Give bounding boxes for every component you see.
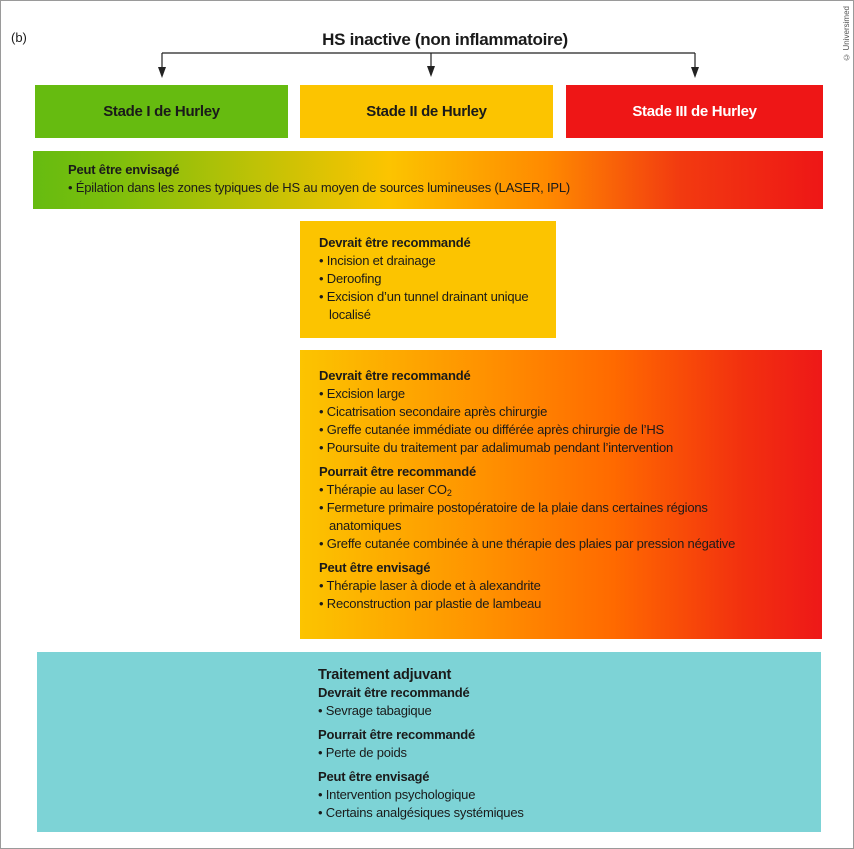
- heading: Devrait être recommandé: [319, 235, 471, 250]
- group-could: Pourrait être recommandé • Thérapie au l…: [319, 463, 812, 553]
- group-may: Peut être envisagé • Intervention psycho…: [318, 768, 821, 822]
- list-item: • Excision large: [319, 386, 405, 401]
- stage-2-recommendation-box: Devrait être recommandé • Incision et dr…: [300, 221, 556, 338]
- list-item: • Épilation dans les zones typiques de H…: [68, 180, 571, 195]
- group-should: Devrait être recommandé • Sevrage tabagi…: [318, 684, 821, 720]
- list-item: • Deroofing: [319, 271, 382, 286]
- adjuvant-title: Traitement adjuvant: [318, 667, 452, 683]
- arrow-stage3: [691, 67, 699, 78]
- list-item: • Certains analgésiques systémiques: [318, 805, 524, 820]
- group-could: Pourrait être recommandé • Perte de poid…: [318, 726, 821, 762]
- stage-2-3-recommendation-box: Devrait être recommandé • Excision large…: [300, 350, 822, 639]
- list-item: • Cicatrisation secondaire après chirurg…: [319, 404, 548, 419]
- diagram-title: HS inactive (non inflammatoire): [322, 30, 568, 49]
- stage-3-label: Stade III de Hurley: [632, 103, 757, 120]
- heading: Pourrait être recommandé: [319, 464, 477, 479]
- arrow-stage2: [427, 66, 435, 77]
- list-item: • Incision et drainage: [319, 253, 436, 268]
- list-item: • Poursuite du traitement par adalimumab…: [319, 440, 673, 455]
- list-item: • Greffe cutanée combinée à une thérapie…: [319, 536, 736, 551]
- all-stages-box: Peut être envisagé • Épilation dans les …: [33, 151, 823, 209]
- heading: Peut être envisagé: [318, 769, 430, 784]
- list-item: • Perte de poids: [318, 745, 407, 760]
- list-item: • Thérapie laser à diode et à alexandrit…: [319, 578, 541, 593]
- list-item: • Excision d’un tunnel drainant unique l…: [319, 289, 529, 322]
- list-item: • Greffe cutanée immédiate ou différée a…: [319, 422, 665, 437]
- stage-1-label: Stade I de Hurley: [103, 103, 220, 120]
- list-item: • Fermeture primaire postopératoire de l…: [319, 500, 708, 533]
- adjuvant-treatment-box: Traitement adjuvant Devrait être recomma…: [37, 652, 821, 832]
- panel-label: (b): [11, 30, 27, 45]
- stage-2-label: Stade II de Hurley: [366, 103, 487, 120]
- stage-1-box: Stade I de Hurley: [35, 85, 288, 138]
- heading: Devrait être recommandé: [319, 368, 471, 383]
- heading: Peut être envisagé: [319, 560, 431, 575]
- connector-arrows: [158, 52, 699, 78]
- list-item: • Intervention psychologique: [318, 787, 476, 802]
- arrow-stage1: [158, 67, 166, 78]
- heading: Peut être envisagé: [68, 162, 180, 177]
- list-item: • Thérapie au laser CO2: [319, 482, 452, 498]
- list-item: • Reconstruction par plastie de lambeau: [319, 596, 542, 611]
- group-should: Devrait être recommandé • Excision large…: [319, 367, 812, 457]
- list-item: • Sevrage tabagique: [318, 703, 432, 718]
- group-may: Peut être envisagé • Thérapie laser à di…: [319, 559, 812, 613]
- heading: Pourrait être recommandé: [318, 727, 476, 742]
- heading: Devrait être recommandé: [318, 685, 470, 700]
- stage-3-box: Stade III de Hurley: [566, 85, 823, 138]
- stage-2-box: Stade II de Hurley: [300, 85, 553, 138]
